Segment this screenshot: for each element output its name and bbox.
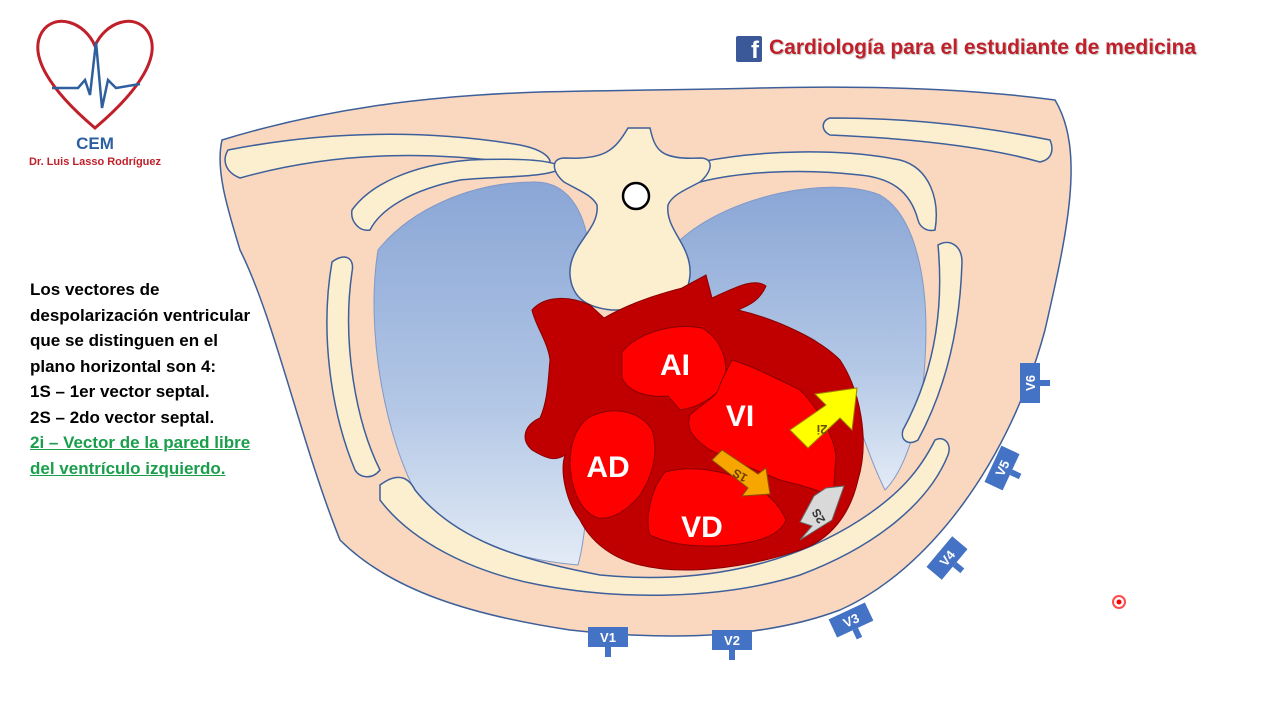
label-ad: AD: [586, 451, 629, 484]
description-line: 1S – 1er vector septal.: [30, 379, 290, 405]
label-ai: AI: [660, 349, 690, 382]
electrode-v4: V4: [926, 536, 975, 586]
svg-text:V2: V2: [724, 633, 740, 648]
label-vd: VD: [681, 511, 723, 544]
logo-initials: CEM: [40, 134, 150, 154]
electrode-v6: V6: [1020, 363, 1050, 403]
electrode-v1: V1: [588, 627, 628, 657]
facebook-icon[interactable]: f: [736, 36, 762, 62]
description-line: despolarización ventricular: [30, 303, 290, 329]
vector-2i-label: 2i: [817, 422, 828, 437]
electrode-v2: V2: [712, 630, 752, 660]
description-line: plano horizontal son 4:: [30, 354, 290, 380]
logo-author: Dr. Luis Lasso Rodríguez: [10, 156, 180, 168]
page-title[interactable]: Cardiología para el estudiante de medici…: [769, 36, 1196, 60]
description-line: 2S – 2do vector septal.: [30, 405, 290, 431]
description-highlight-line: 2i – Vector de la pared libre: [30, 430, 290, 456]
description-text: Los vectores de despolarización ventricu…: [30, 277, 290, 481]
label-vi: VI: [726, 400, 754, 433]
description-highlight-line: del ventrículo izquierdo.: [30, 456, 290, 482]
description-line: Los vectores de: [30, 277, 290, 303]
svg-text:V1: V1: [600, 630, 616, 645]
description-line: que se distinguen en el: [30, 328, 290, 354]
spinal-canal: [623, 183, 649, 209]
heart-ecg-icon: [38, 21, 152, 128]
cursor-pointer-icon: [1113, 596, 1125, 608]
svg-text:V6: V6: [1023, 375, 1038, 391]
